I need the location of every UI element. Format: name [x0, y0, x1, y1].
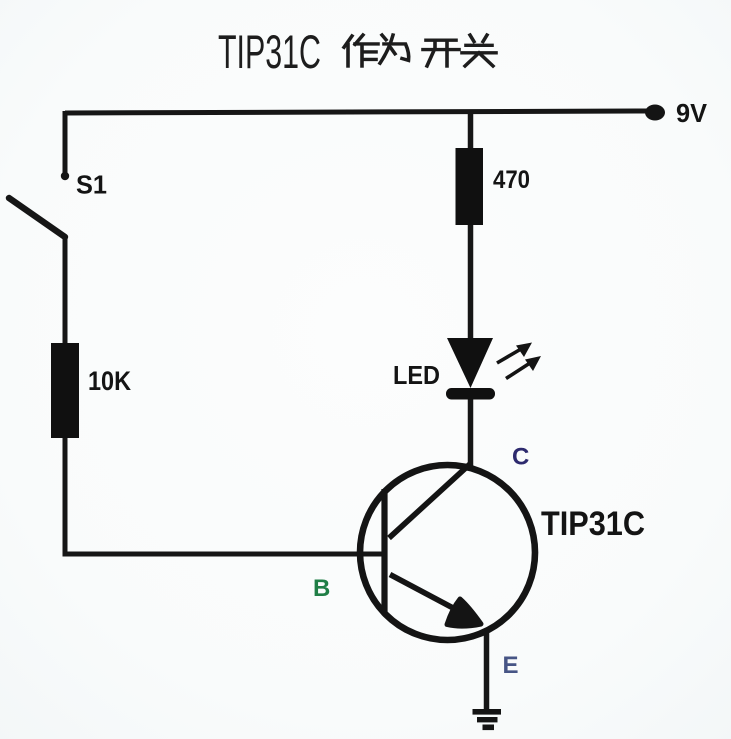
svg-text:470: 470 [493, 166, 530, 194]
svg-text:E: E [503, 652, 519, 679]
svg-text:S1: S1 [76, 170, 107, 200]
svg-text:10K: 10K [88, 366, 131, 396]
svg-text:9V: 9V [676, 98, 708, 128]
svg-text:C: C [512, 444, 529, 471]
svg-text:LED: LED [393, 360, 440, 390]
svg-text:TIP31C: TIP31C [541, 505, 645, 543]
svg-text:B: B [313, 575, 330, 602]
svg-text:TIP31C: TIP31C [218, 25, 321, 78]
